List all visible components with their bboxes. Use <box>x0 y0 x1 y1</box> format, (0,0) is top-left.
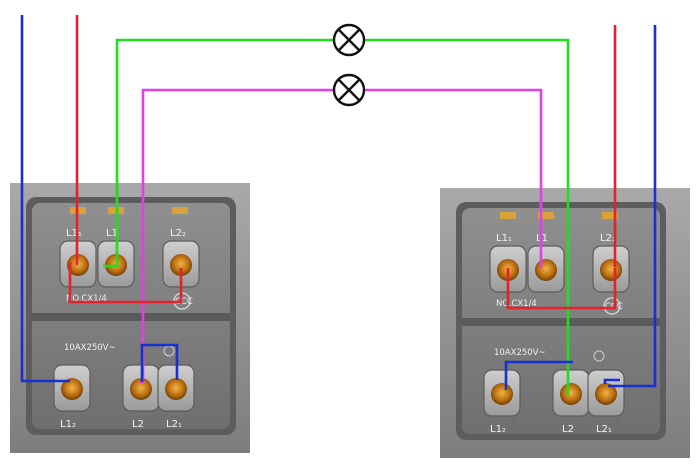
right-model-text: NO.CX1/4 <box>496 299 537 309</box>
left-label-l12: L1₂ <box>60 419 76 430</box>
left-label-l1: L1 <box>106 228 118 239</box>
wire-magenta-traveler-right <box>364 88 543 268</box>
wire-left-link <box>140 343 179 382</box>
wire-right-link-2 <box>603 378 620 384</box>
wire-left-neutral <box>20 15 70 383</box>
left-label-l22: L2₂ <box>170 228 186 239</box>
wire-right-link <box>504 360 573 390</box>
right-label-l11: L1₁ <box>496 233 512 244</box>
right-label-l21: L2₁ <box>596 424 612 435</box>
right-switch: L1₁ L1 L2₂ NO.CX1/4 CCC 10AX250V~ L1₂ L2… <box>439 187 690 459</box>
wire-right-neutral <box>608 25 657 388</box>
left-label-l2: L2 <box>132 419 144 430</box>
wire-green-traveler <box>103 38 335 268</box>
right-label-l22: L2₂ <box>600 233 616 244</box>
left-model-text: NO.CX1/4 <box>66 294 107 304</box>
left-label-l11: L1₁ <box>66 228 82 239</box>
left-rating-text: 10AX250V~ <box>64 343 116 353</box>
left-label-l21: L2₁ <box>166 419 182 430</box>
wire-green-traveler-right <box>364 38 570 395</box>
wire-left-live-bridge <box>68 262 183 304</box>
left-switch: L1₁ L1 L2₂ NO.CX1/4 CCC 10AX250V~ L1₂ L2… <box>9 182 251 454</box>
lamp-2 <box>332 73 366 107</box>
lamp-1 <box>332 23 366 57</box>
right-label-l12: L1₂ <box>490 424 506 435</box>
left-ccc-mark: CCC <box>175 297 193 307</box>
right-rating-text: 10AX250V~ <box>494 348 546 358</box>
right-label-l2: L2 <box>562 424 574 435</box>
wire-right-live-bridge <box>506 268 617 310</box>
